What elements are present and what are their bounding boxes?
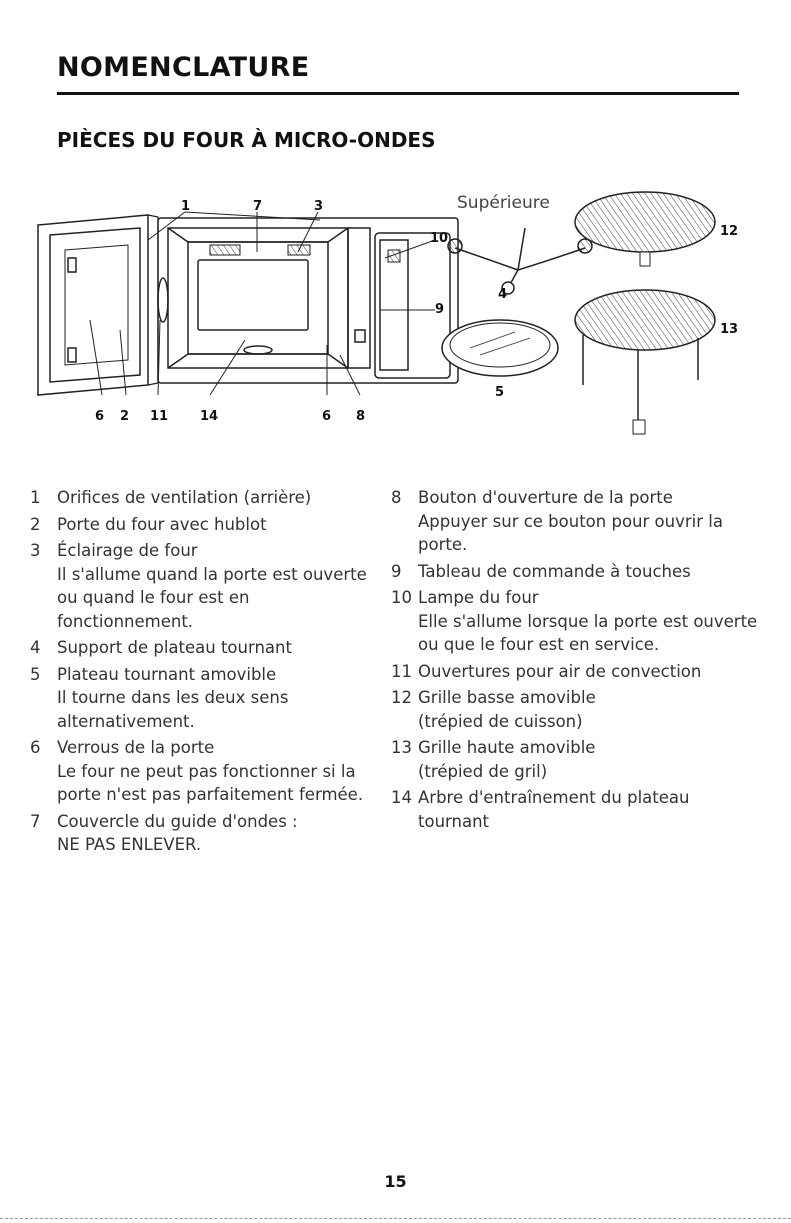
item-text: Arbre d'entraînement du plateau tournant bbox=[418, 788, 690, 831]
item-number: 12 bbox=[391, 688, 412, 707]
item-description: Elle s'allume lorsque la porte est ouver… bbox=[418, 611, 758, 655]
item-number: 2 bbox=[30, 514, 41, 534]
item-text: Verrous de la porte bbox=[57, 738, 215, 757]
item-description: Il s'allume quand la porte est ouverte o… bbox=[57, 564, 367, 631]
list-item: 2 Porte du four avec hublot bbox=[30, 513, 380, 537]
list-item: 12 Grille basse amovible (trépied de cuiss… bbox=[391, 686, 761, 733]
item-text: Grille haute amovible bbox=[418, 738, 596, 757]
callout-label: 5 bbox=[495, 385, 504, 400]
list-item: 5 Plateau tournant amovible Il tourne dans… bbox=[30, 663, 380, 734]
item-number: 3 bbox=[30, 541, 41, 560]
item-number: 6 bbox=[30, 738, 41, 757]
callout-label: 14 bbox=[200, 409, 218, 424]
list-item: 7 Couvercle du guide d'ondes : NE PAS ENLE… bbox=[30, 810, 380, 857]
page-number: 15 bbox=[384, 1172, 407, 1191]
callout-label: 13 bbox=[720, 322, 738, 337]
item-number: 13 bbox=[391, 738, 412, 757]
item-description: (trépied de gril) bbox=[418, 761, 548, 781]
item-text: Ouvertures pour air de convection bbox=[418, 661, 702, 681]
oven-body bbox=[157, 217, 459, 384]
microwave-parts-diagram: 1 7 3 10 9 4 5 12 13 6 2 11 14 6 8 Supér… bbox=[37, 191, 738, 435]
item-text: Bouton d'ouverture de la porte bbox=[418, 488, 673, 507]
list-item: 4 Support de plateau tournant bbox=[30, 636, 380, 660]
list-item: 3 Éclairage de four Il s'allume quand la p… bbox=[30, 539, 380, 633]
parts-list-left: 1 Orifices de ventilation (arrière) 2 Porte… bbox=[30, 486, 380, 860]
item-number: 4 bbox=[30, 638, 41, 657]
item-text: Lampe du four bbox=[418, 588, 539, 607]
item-description: (trépied de cuisson) bbox=[418, 711, 583, 731]
list-item: 1 Orifices de ventilation (arrière) bbox=[30, 486, 380, 510]
section-title: PIÈCES DU FOUR À MICRO-ONDES bbox=[57, 128, 436, 152]
item-number: 14 bbox=[391, 788, 412, 807]
turntable-plate bbox=[441, 319, 559, 377]
callout-label: 3 bbox=[314, 199, 323, 214]
list-item: 13 Grille haute amovible (trépied de gril) bbox=[391, 736, 761, 783]
callout-label: 8 bbox=[356, 409, 365, 424]
item-number: 8 bbox=[391, 488, 402, 507]
footer-divider bbox=[0, 1218, 791, 1219]
page-title: NOMENCLATURE bbox=[57, 52, 310, 83]
item-text: Tableau de commande à touches bbox=[418, 561, 691, 581]
item-number: 11 bbox=[391, 661, 412, 681]
turntable-support bbox=[447, 227, 593, 295]
callout-label: 11 bbox=[150, 409, 168, 424]
callout-label: 4 bbox=[498, 287, 507, 302]
callout-label: 2 bbox=[120, 409, 129, 424]
callout-label: 7 bbox=[253, 199, 262, 214]
item-description: Le four ne peut pas fonctionner si la po… bbox=[57, 761, 364, 805]
item-text: Support de plateau tournant bbox=[57, 638, 292, 657]
list-item: 6 Verrous de la porte Le four ne peut pas … bbox=[30, 736, 380, 807]
item-number: 1 bbox=[30, 488, 41, 507]
item-number: 10 bbox=[391, 588, 412, 607]
item-text: Couvercle du guide d'ondes : bbox=[57, 811, 298, 831]
list-item: 11 Ouvertures pour air de convection bbox=[391, 660, 761, 684]
item-number: 5 bbox=[30, 664, 41, 684]
upper-rack bbox=[574, 191, 716, 267]
top-view-label: Supérieure bbox=[457, 193, 550, 213]
callout-leaders bbox=[89, 211, 436, 396]
item-number: 7 bbox=[30, 811, 41, 831]
item-description: Il tourne dans les deux sens alternative… bbox=[57, 688, 289, 731]
callout-label: 9 bbox=[435, 302, 444, 317]
lower-rack bbox=[574, 289, 716, 435]
item-number: 9 bbox=[391, 561, 402, 581]
callout-label: 10 bbox=[430, 231, 448, 246]
item-description: NE PAS ENLEVER. bbox=[57, 835, 202, 854]
item-description: Appuyer sur ce bouton pour ouvrir la por… bbox=[418, 511, 723, 555]
oven-door bbox=[37, 214, 159, 396]
item-text: Grille basse amovible bbox=[418, 688, 596, 707]
item-text: Porte du four avec hublot bbox=[57, 514, 267, 534]
item-text: Orifices de ventilation (arrière) bbox=[57, 488, 312, 507]
callout-label: 6 bbox=[95, 409, 104, 424]
item-text: Plateau tournant amovible bbox=[57, 664, 277, 684]
item-text: Éclairage de four bbox=[57, 541, 198, 560]
callout-label: 1 bbox=[181, 199, 190, 214]
list-item: 14 Arbre d'entraînement du plateau tourna… bbox=[391, 786, 761, 833]
list-item: 9 Tableau de commande à touches bbox=[391, 560, 761, 584]
callout-label: 12 bbox=[720, 224, 738, 239]
callout-label: 6 bbox=[322, 409, 331, 424]
title-divider bbox=[57, 92, 739, 95]
